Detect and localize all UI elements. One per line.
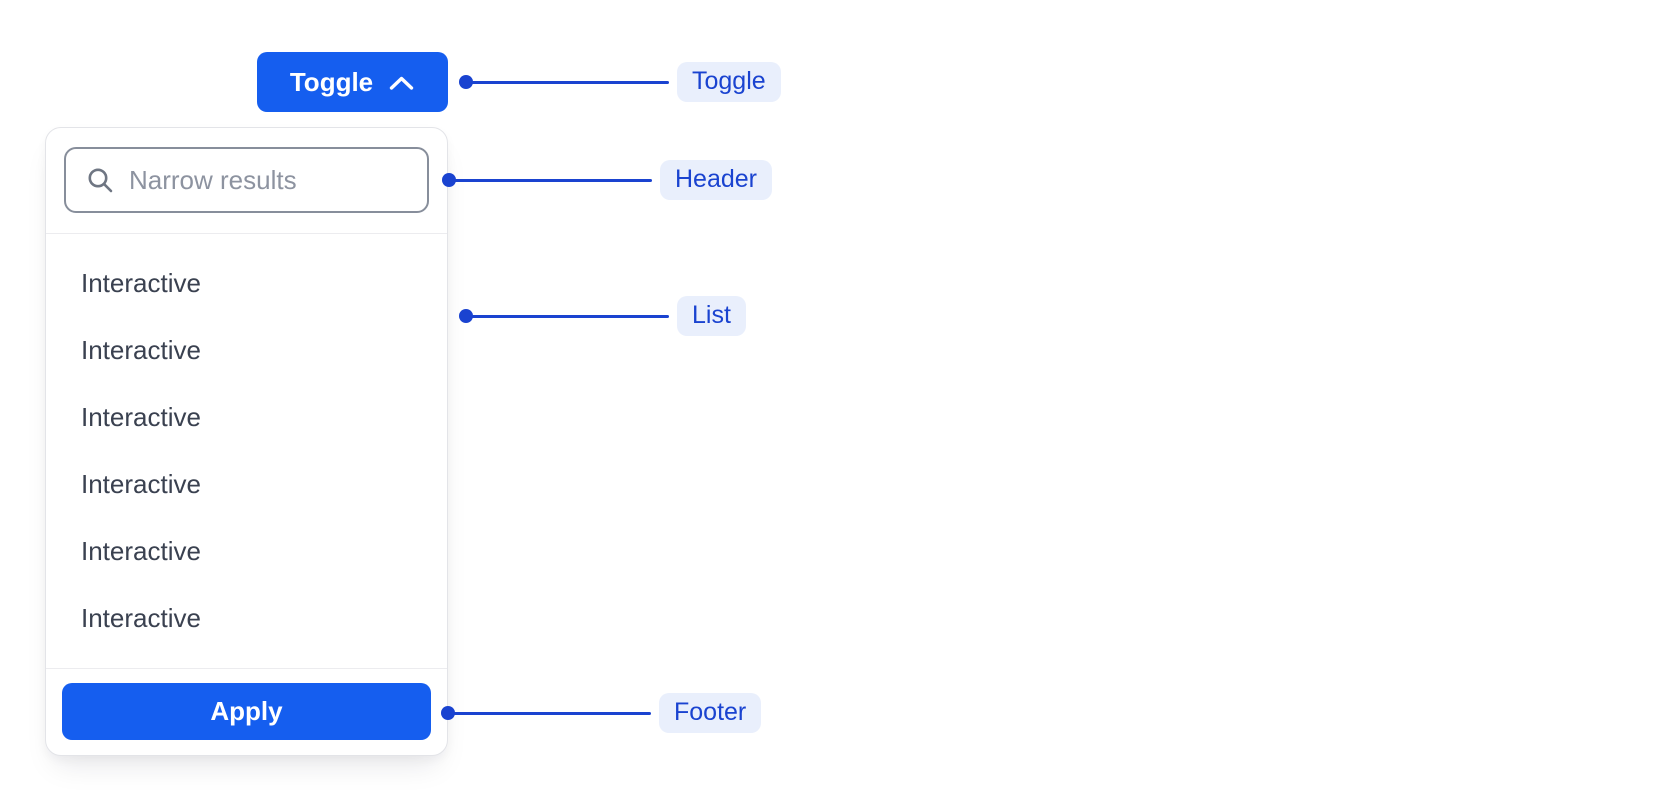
callout-list: List [459,296,746,336]
callout-label-list: List [677,296,746,336]
search-input-field[interactable] [129,164,411,196]
callout-label-header: Header [660,160,772,200]
toggle-button-label: Toggle [289,66,374,97]
search-icon [88,168,113,192]
callout-footer: Footer [441,693,762,733]
search-input[interactable] [64,147,429,213]
list-item[interactable]: Interactive [81,335,201,365]
list-item[interactable]: Interactive [81,268,201,298]
callout-line [453,711,651,715]
list-item[interactable]: Interactive [81,536,201,566]
list-item[interactable]: Interactive [81,402,201,432]
callout-label-footer: Footer [659,693,762,733]
dropdown-list: Interactive Interactive Interactive Inte… [46,234,447,668]
list-item[interactable]: Interactive [81,603,201,633]
callout-line [471,314,669,318]
dropdown-panel: Interactive Interactive Interactive Inte… [45,127,448,756]
dropdown-footer: Apply [46,668,447,755]
callout-line [471,80,669,84]
callout-dot [459,75,473,89]
callout-header: Header [442,160,772,200]
dropdown-header [46,128,447,234]
apply-button[interactable]: Apply [62,683,431,740]
callout-toggle: Toggle [459,62,781,102]
callout-line [454,178,652,182]
chevron-up-icon [389,76,414,90]
toggle-button[interactable]: Toggle [257,52,448,112]
callout-label-toggle: Toggle [677,62,781,102]
callout-dot [459,309,473,323]
list-item[interactable]: Interactive [81,469,201,499]
